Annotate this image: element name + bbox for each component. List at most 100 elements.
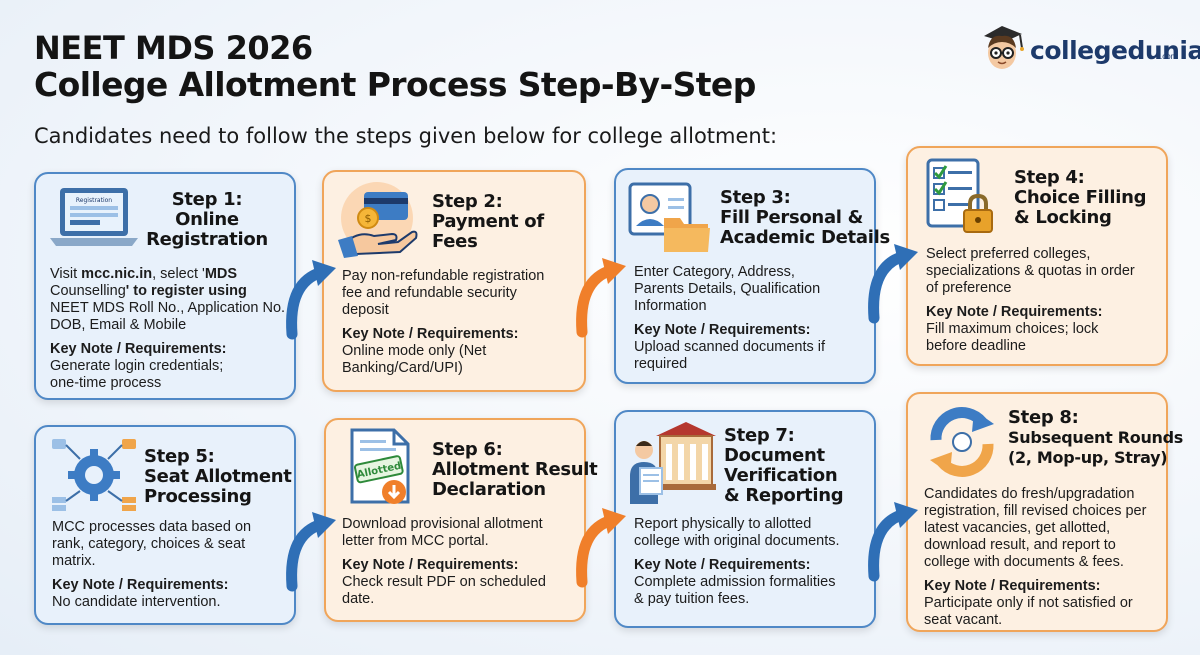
step-3-key-note-label: Key Note / Requirements: <box>634 322 811 338</box>
arrow-step2-to-step3-icon <box>576 258 626 338</box>
step-3-title-line: Academic Details <box>720 227 890 248</box>
arrow-step6-to-step7-icon <box>576 508 626 588</box>
step-7-card: Step 7: Document Verification & Reportin… <box>614 410 876 628</box>
step-8-title-line: Step 8: <box>1008 407 1079 428</box>
step-1-title: Step 1: Online Registration <box>142 190 272 250</box>
arrow-step1-to-step2-icon <box>286 260 336 340</box>
step-4-title-line: Choice Filling <box>1014 187 1147 208</box>
step-3-title-line: Fill Personal & <box>720 207 864 228</box>
step-3-note-line: Upload scanned documents if <box>634 339 826 355</box>
step-4-note-line: before deadline <box>926 338 1026 354</box>
step-2-title-line: Payment of <box>432 211 544 232</box>
step-3-title: Step 3: Fill Personal & Academic Details <box>720 188 890 248</box>
step-3-desc-line: Enter Category, Address, <box>634 264 795 280</box>
step-3-desc-line: Information <box>634 298 707 314</box>
svg-text:$: $ <box>365 212 372 225</box>
step-1-note-line: Generate login credentials; <box>50 358 224 374</box>
step-3-note-line: required <box>634 356 688 372</box>
step-7-title-line: Document <box>724 445 825 466</box>
collegedunia-logo[interactable]: collegedunia .com <box>976 18 1200 80</box>
step-8-title: Step 8: Subsequent Rounds (2, Mop-up, St… <box>1008 408 1183 468</box>
step-8-title-line: Subsequent Rounds <box>1008 428 1184 447</box>
step-1-description: Visit mcc.nic.in, select 'MDS Counsellin… <box>50 266 285 392</box>
step-7-title-line: Step 7: <box>724 425 795 446</box>
step-2-note-line: Banking/Card/UPI) <box>342 360 463 376</box>
arrow-step3-to-step4-icon <box>868 244 918 324</box>
step-5-title: Step 5: Seat Allotment Processing <box>144 447 292 507</box>
step-6-description: Download provisional allotment letter fr… <box>342 516 546 608</box>
title-line-1: NEET MDS 2026 <box>34 29 313 67</box>
step-4-description: Select preferred colleges, specializatio… <box>926 246 1135 355</box>
step-5-card: Step 5: Seat Allotment Processing MCC pr… <box>34 425 296 625</box>
subtitle: Candidates need to follow the steps give… <box>34 124 778 148</box>
step-4-title-line: & Locking <box>1014 207 1112 228</box>
step-6-key-note-label: Key Note / Requirements: <box>342 557 519 573</box>
step-1-desc-line: Counselling' to register using <box>50 283 247 299</box>
step-6-title: Step 6: Allotment Result Declaration <box>432 439 598 500</box>
step-3-title-line: Step 3: <box>720 187 791 208</box>
step-5-key-note-label: Key Note / Requirements: <box>52 577 229 593</box>
step-1-key-note-label: Key Note / Requirements: <box>50 341 227 357</box>
step-5-title-line: Processing <box>144 486 252 507</box>
step-2-title-line: Step 2: <box>432 191 503 212</box>
laptop-icon: Registration <box>50 188 138 246</box>
step-1-desc-line: Visit mcc.nic.in, select 'MDS <box>50 266 238 282</box>
step-1-title-line: Online <box>175 209 239 230</box>
step-6-title-line: Step 6: <box>432 439 503 460</box>
step-1-desc-line: DOB, Email & Mobile <box>50 317 187 333</box>
step-2-description: Pay non-refundable registration fee and … <box>342 268 544 377</box>
step-6-note-line: Check result PDF on scheduled <box>342 574 546 590</box>
step-2-title: Step 2: Payment of Fees <box>432 192 544 252</box>
step-7-key-note-label: Key Note / Requirements: <box>634 557 811 573</box>
step-8-description: Candidates do fresh/upgradation registra… <box>924 486 1146 629</box>
step-7-desc-line: college with original documents. <box>634 533 840 549</box>
brand-name: collegedunia <box>1030 36 1200 65</box>
step-2-desc-line: fee and refundable security <box>342 285 517 301</box>
step-6-note-line: date. <box>342 591 375 607</box>
step-8-desc-line: registration, fill revised choices per <box>924 503 1147 519</box>
step-8-desc-line: college with documents & fees. <box>924 554 1124 570</box>
step-4-key-note-label: Key Note / Requirements: <box>926 304 1103 320</box>
step-4-title: Step 4: Choice Filling & Locking <box>1014 168 1146 228</box>
step-6-title-line: Declaration <box>432 479 546 500</box>
step-7-note-line: & pay tuition fees. <box>634 591 750 607</box>
step-8-title-line: (2, Mop-up, Stray) <box>1008 448 1168 467</box>
step-7-title-line: Verification <box>724 465 838 486</box>
step-8-desc-line: latest vacancies, get allotted, <box>924 520 1111 536</box>
step-7-description: Report physically to allotted college wi… <box>634 516 840 608</box>
step-4-desc-line: specializations & quotas in order <box>926 263 1135 279</box>
step-6-title-line: Allotment Result <box>432 459 598 480</box>
brand-suffix: .com <box>1160 52 1178 61</box>
step-3-desc-line: Parents Details, Qualification <box>634 281 821 297</box>
step-5-desc-line: rank, category, choices & seat <box>52 536 246 552</box>
college-student-icon <box>630 422 716 504</box>
step-3-card: Step 3: Fill Personal & Academic Details… <box>614 168 890 384</box>
profile-folder-icon <box>628 182 710 252</box>
arrow-step5-to-step6-icon <box>286 512 336 592</box>
step-8-desc-line: Candidates do fresh/upgradation <box>924 486 1135 502</box>
laptop-screen-text: Registration <box>76 197 112 204</box>
step-4-note-line: Fill maximum choices; lock <box>926 321 1099 337</box>
step-2-note-line: Online mode only (Net <box>342 343 487 359</box>
step-8-note-line: seat vacant. <box>924 612 1003 628</box>
step-7-title: Step 7: Document Verification & Reportin… <box>724 425 844 506</box>
step-5-desc-line: MCC processes data based on <box>52 519 252 535</box>
step-6-card: Allotted Step 6: Allotment Result Declar… <box>324 418 598 622</box>
step-7-desc-line: Report physically to allotted <box>634 516 812 532</box>
step-5-description: MCC processes data based on rank, catego… <box>52 519 251 611</box>
step-2-card: $ Step 2: Payment of Fees Pay non-refund… <box>322 170 586 392</box>
gear-network-icon <box>52 439 136 511</box>
step-3-description: Enter Category, Address, Parents Details… <box>634 264 825 373</box>
step-5-title-line: Step 5: <box>144 446 215 467</box>
mascot-icon <box>984 26 1024 69</box>
allotted-document-icon: Allotted <box>350 428 410 504</box>
step-2-desc-line: deposit <box>342 302 389 318</box>
checklist-lock-icon <box>926 158 993 233</box>
step-2-title-line: Fees <box>432 231 478 252</box>
step-7-title-line: & Reporting <box>724 485 844 506</box>
refresh-cycle-icon <box>930 407 994 477</box>
step-5-note-line: No candidate intervention. <box>52 594 221 610</box>
step-4-card: Step 4: Choice Filling & Locking Select … <box>906 146 1168 366</box>
step-8-card: Step 8: Subsequent Rounds (2, Mop-up, St… <box>906 392 1183 632</box>
step-4-title-line: Step 4: <box>1014 167 1085 188</box>
